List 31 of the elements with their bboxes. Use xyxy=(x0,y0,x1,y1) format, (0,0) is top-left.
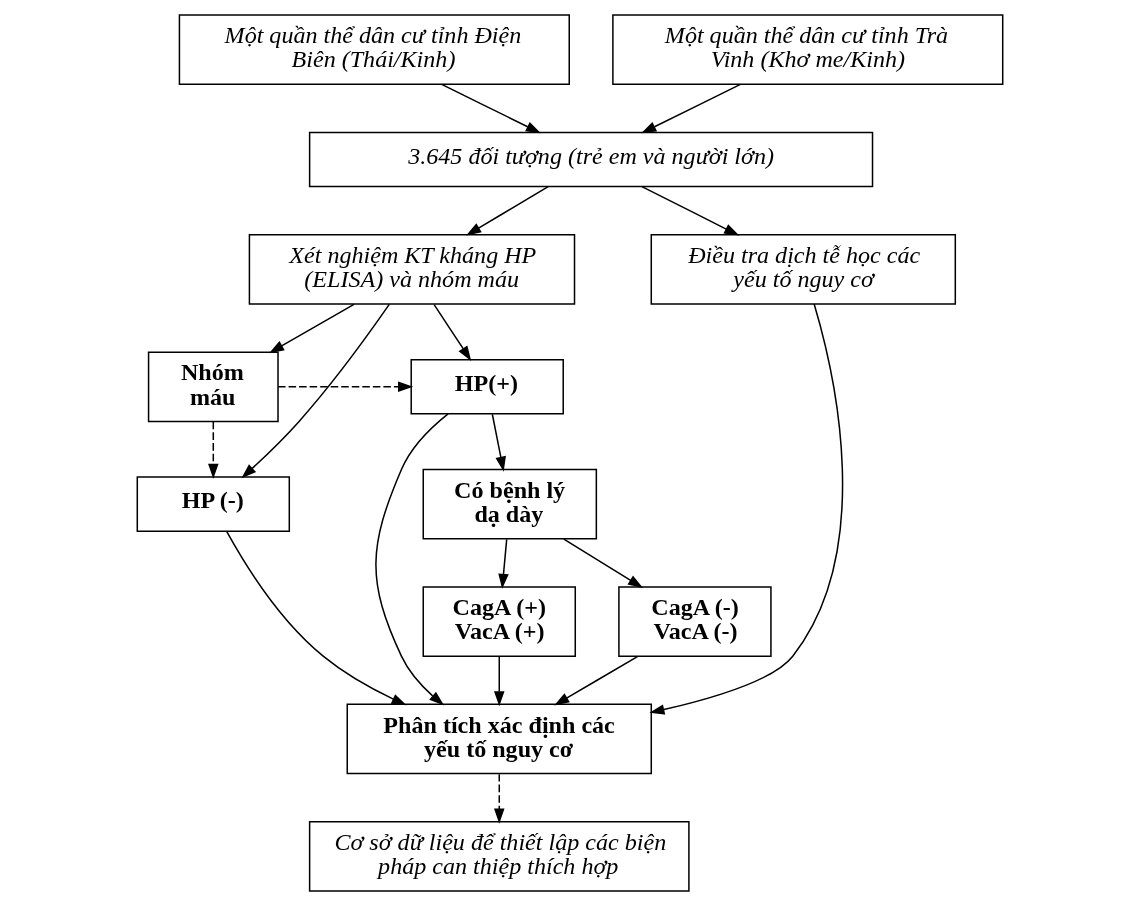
arrow xyxy=(208,420,219,479)
arrow xyxy=(241,303,391,478)
node-box: Phân tích xác định các yếu tố nguy cơ xyxy=(346,703,653,774)
node-box: 3.645 đối tượng (trẻ em và người lớn) xyxy=(308,131,874,187)
arrow xyxy=(466,185,549,236)
arrow xyxy=(494,655,505,706)
node-box: Nhóm máu xyxy=(147,350,279,422)
arrow xyxy=(649,302,844,715)
arrow xyxy=(440,83,541,133)
node-box: HP (-) xyxy=(136,475,291,532)
arrow xyxy=(554,655,639,705)
arrow xyxy=(277,381,414,392)
arrow xyxy=(375,412,449,705)
node-box: Một quần thể dân cư tỉnh Điện Biên (Thái/Kinh) xyxy=(178,13,570,85)
arrow xyxy=(269,303,355,353)
node-box: CagA (+) VacA (+) xyxy=(422,585,577,657)
arrow xyxy=(226,530,407,705)
arrow xyxy=(494,772,505,824)
node-box: Điều tra dịch tễ học các yếu tố nguy cơ xyxy=(650,233,957,305)
arrow xyxy=(491,413,506,472)
node-box: Cơ sở dữ liệu để thiết lập các biện pháp can thiệp thích hợp xyxy=(308,820,690,892)
node-box: HP(+) xyxy=(410,358,564,415)
arrow xyxy=(433,303,472,361)
node-box: Có bệnh lý dạ dày xyxy=(422,468,598,540)
arrow xyxy=(563,537,644,588)
arrow xyxy=(641,83,742,133)
arrow xyxy=(641,185,740,236)
arrow xyxy=(498,538,509,589)
node-box: Một quần thể dân cư tỉnh Trà Vinh (Khơ me/Kinh) xyxy=(612,13,1004,85)
node-box: CagA (-) VacA (-) xyxy=(618,585,772,657)
node-box: Xét nghiệm KT kháng HP (ELISA) và nhóm máu xyxy=(248,233,576,305)
